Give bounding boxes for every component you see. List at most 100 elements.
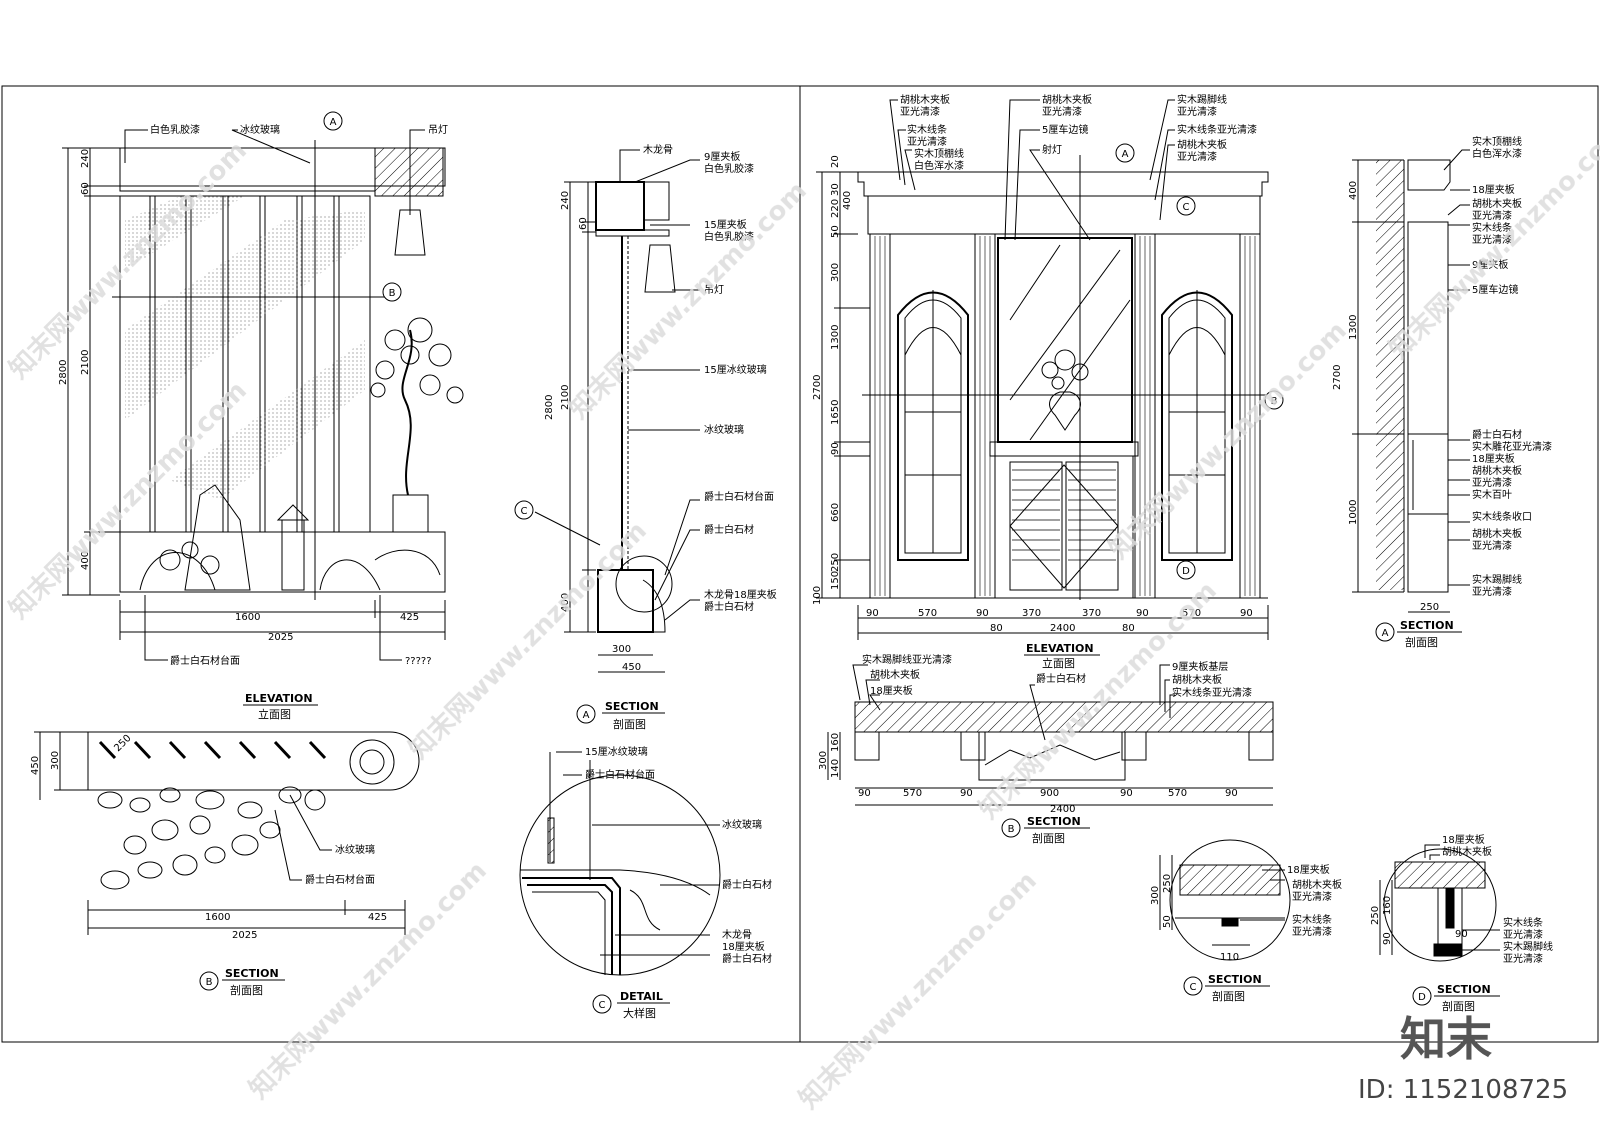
label-ra-matte4: 亚光清漆	[1472, 539, 1512, 552]
label-rb-ply18: 18厘夹板	[870, 684, 913, 697]
label-jazz-top: 爵士白石材台面	[170, 654, 240, 667]
label-ra-matte5: 亚光清漆	[1472, 585, 1512, 598]
dim-rh-a: 90	[866, 608, 879, 619]
dim-rc-50: 50	[1162, 915, 1173, 928]
label-ra-matte2: 亚光清漆	[1472, 233, 1512, 246]
dim-b-300: 300	[50, 751, 61, 770]
label-pendant-a: 吊灯	[704, 284, 724, 296]
tag-r-b: B	[1271, 396, 1278, 407]
label-rb-solid-line: 实木线条亚光清漆	[1172, 686, 1252, 699]
dim-rh-c: 90	[976, 608, 989, 619]
dim-b-2025: 2025	[232, 930, 257, 941]
dim-a-400: 400	[560, 593, 571, 612]
dim-rb-b: 570	[903, 788, 922, 799]
dim-rh-total: 2400	[1050, 623, 1075, 634]
label-ra-mirror5: 5厘车边镜	[1472, 283, 1518, 296]
label-ra-carve: 实木雕花亚光清漆	[1472, 440, 1552, 453]
label-r-matte2: 亚光清漆	[907, 135, 947, 148]
label-ra-solid-line: 实木线条	[1472, 221, 1512, 234]
dim-rb-e: 90	[1120, 788, 1133, 799]
label-ice-glass: 冰纹玻璃	[240, 123, 280, 136]
label-r-walnut3: 胡桃木夹板	[1177, 138, 1227, 151]
label-rd-walnut: 胡桃木夹板	[1442, 845, 1492, 858]
title-rc-cn: 剖面图	[1212, 989, 1245, 1003]
label-r-matte4: 亚光清漆	[1177, 105, 1217, 118]
label-r-spot: 射灯	[1042, 144, 1062, 156]
right-elevation	[816, 99, 1284, 640]
label-keel: 木龙骨	[643, 143, 673, 156]
dim-a-2100: 2100	[560, 385, 571, 410]
label-white-latex-a2: 白色乳胶漆	[704, 230, 754, 243]
label-ice15-c: 15厘冰纹玻璃	[585, 745, 648, 758]
dim-425: 425	[400, 612, 419, 623]
tag-section-b-left: B	[206, 977, 213, 988]
label-rb-skirting: 实木踢脚线亚光清漆	[862, 653, 952, 666]
label-r-walnut2: 胡桃木夹板	[1042, 93, 1092, 106]
dim-r-2700: 2700	[812, 375, 823, 400]
label-r-mirror5: 5厘车边镜	[1042, 123, 1088, 136]
dim-r-90: 90	[830, 442, 841, 455]
watermark-logo: 知末	[1400, 1012, 1492, 1066]
label-ice-b: 冰纹玻璃	[335, 843, 375, 856]
title-rb-cn: 剖面图	[1032, 831, 1065, 845]
dim-rh-80a: 80	[990, 623, 1003, 634]
dim-rh-d: 370	[1022, 608, 1041, 619]
label-ice-a: 冰纹玻璃	[704, 423, 744, 436]
tag-r-c: C	[1183, 202, 1190, 213]
dim-rh-g: 570	[1182, 608, 1201, 619]
dim-r-220: 220	[830, 199, 841, 218]
label-unknown: ?????	[405, 656, 432, 667]
label-ra-matte3: 亚光清漆	[1472, 476, 1512, 489]
label-jazz-top-a: 爵士白石材台面	[704, 490, 774, 503]
tag-ra: A	[1382, 628, 1389, 639]
label-ply9: 9厘夹板	[704, 150, 740, 163]
left-detail-c	[519, 751, 721, 1014]
dim-ra-1000: 1000	[1348, 500, 1359, 525]
dim-rb-f: 570	[1168, 788, 1187, 799]
dim-b-450: 450	[30, 756, 41, 775]
label-jazz-top-b: 爵士白石材台面	[305, 873, 375, 886]
title-elevation-cn: 立面图	[258, 707, 291, 721]
label-white-latex-a: 白色乳胶漆	[704, 162, 754, 175]
dim-rb-300: 300	[818, 751, 829, 770]
label-rb-walnut: 胡桃木夹板	[870, 668, 920, 681]
label-rc-ply18: 18厘夹板	[1287, 863, 1330, 876]
dim-a-2800: 2800	[544, 395, 555, 420]
label-rc-matte: 亚光清漆	[1292, 890, 1332, 903]
label-ra-ceiling-line: 实木顶棚线	[1472, 135, 1522, 148]
dim-rb-140: 140	[830, 759, 841, 778]
tag-r-d: D	[1182, 566, 1190, 577]
title-ra-cn: 剖面图	[1405, 635, 1438, 649]
dim-a-60: 60	[578, 217, 589, 230]
watermark-text-5: 知末网www.znzmo.com	[564, 176, 813, 425]
dim-r-50: 50	[830, 225, 841, 238]
title-section-b-en: SECTION	[225, 967, 279, 980]
tag-r-a: A	[1122, 149, 1129, 160]
tag-rd: D	[1418, 992, 1426, 1003]
watermark-text-8: 知末网www.znzmo.com	[1104, 316, 1353, 565]
label-rd-matte2: 亚光清漆	[1503, 952, 1543, 965]
dim-rh-b: 570	[918, 608, 937, 619]
dim-a-300: 300	[612, 644, 631, 655]
dim-r-150: 150	[830, 571, 841, 590]
label-rd-skirting: 实木踢脚线	[1503, 940, 1553, 953]
dim-rh-e: 370	[1082, 608, 1101, 619]
title-detail-cn: 大样图	[623, 1006, 656, 1020]
dim-r-1650: 1650	[830, 400, 841, 425]
label-rd-matte: 亚光清漆	[1503, 928, 1543, 941]
label-rb-jazz: 爵士白石材	[1036, 672, 1086, 685]
dim-rb-a: 90	[858, 788, 871, 799]
right-sheet-frame	[799, 85, 1599, 1043]
label-jazz-c: 爵士白石材	[722, 878, 772, 891]
label-ra-louver: 实木百叶	[1472, 488, 1512, 501]
label-r-walnut: 胡桃木夹板	[900, 93, 950, 106]
label-r-ceiling-line: 实木顶棚线	[914, 147, 964, 160]
label-rb-ply9base: 9厘夹板基层	[1172, 660, 1228, 673]
left-sheet-frame	[1, 85, 801, 1043]
label-ra-walnut: 胡桃木夹板	[1472, 197, 1522, 210]
title-elevation-en: ELEVATION	[245, 692, 313, 705]
tag-a: A	[330, 117, 337, 128]
title-r-elevation-cn: 立面图	[1042, 656, 1075, 670]
label-r-skirting: 实木踢脚线	[1177, 93, 1227, 106]
dim-rh-f: 90	[1136, 608, 1149, 619]
